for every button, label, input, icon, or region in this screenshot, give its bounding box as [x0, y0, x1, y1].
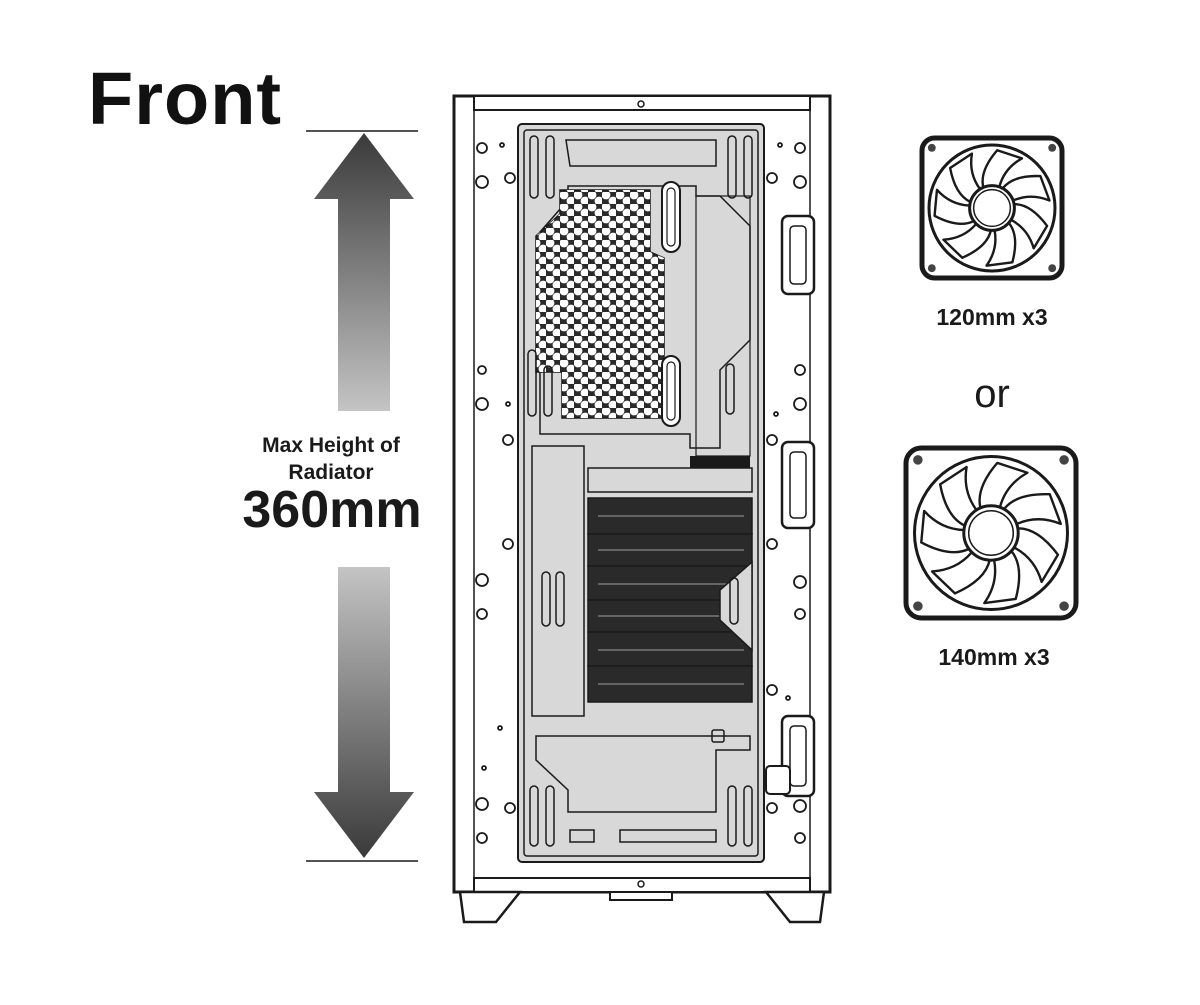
radiator-max-height: 360mm [242, 481, 422, 539]
pc-case [452, 94, 832, 924]
case-foot-right [763, 890, 826, 924]
grommet-top [780, 214, 816, 296]
up-arrow [314, 133, 414, 411]
fan-140mm-label: 140mm x3 [938, 644, 1050, 670]
case-foot-left [458, 890, 523, 924]
expansion-slots [587, 467, 753, 703]
fan-120mm-icon [919, 135, 1065, 281]
grommet-middle [780, 440, 816, 530]
or-label: or [974, 372, 1010, 416]
case-top-rail [473, 95, 811, 111]
fan-140mm-icon [903, 445, 1079, 621]
radiator-caption: Max Height of Radiator [262, 434, 400, 484]
fan-120mm-label: 120mm x3 [936, 304, 1048, 330]
case-holes [475, 142, 807, 844]
down-arrow [314, 567, 414, 858]
front-label: Front [88, 57, 283, 140]
case-bottom-rail [473, 877, 811, 893]
